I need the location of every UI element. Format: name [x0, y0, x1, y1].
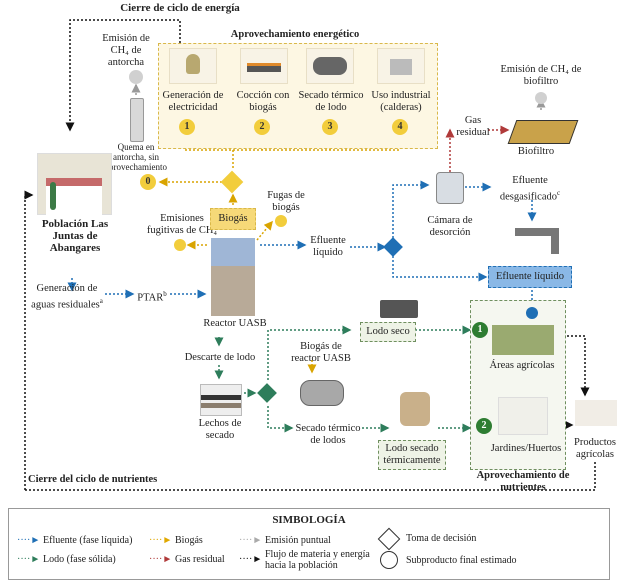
legend-final: Subproducto final estimado	[406, 555, 517, 566]
legend-biogas: Biogás	[175, 535, 203, 546]
legend-sludge-arrow: ····►	[17, 554, 41, 565]
biofilter-label: Biofiltro	[517, 146, 555, 157]
energy-use-title: Aprovechamiento energético	[230, 29, 360, 40]
biogas-box	[210, 208, 256, 230]
legend-emission-arrow: ····►	[239, 535, 263, 546]
boiler-icon	[390, 59, 412, 75]
reactor-biogas-label: Biogás de reactor UASB	[291, 341, 351, 364]
degassed-text: Efluente desgasificado	[499, 175, 558, 203]
legend-emission: Emisión puntual	[265, 535, 331, 546]
legend: SIMBOLOGÍA ····► Efluente (fase líquida)…	[8, 508, 610, 580]
energy-option-4-badge: 4	[392, 119, 408, 135]
dry-sludge-box	[360, 322, 416, 342]
torch-burn-label: Quema en antorcha, sin aprovechamiento	[105, 142, 167, 172]
legend-decision-diamond	[377, 527, 401, 551]
reactor-liquid-zone	[211, 238, 255, 266]
thermal-sludge-box	[378, 440, 446, 470]
legend-effluent-arrow: ····►	[17, 535, 41, 546]
residual-gas-label: Gas residual	[456, 115, 490, 138]
nutrient-cycle-title: Cierre del ciclo de nutrientes	[28, 474, 158, 485]
ptar-text: PTAR	[137, 292, 164, 304]
energy-option-1-label: Generación de electricidad	[162, 90, 224, 113]
energy-option-2-badge: 2	[254, 119, 270, 135]
sludge-discard-label: Descarte de lodo	[184, 352, 256, 363]
torch-icon	[130, 98, 144, 142]
fertilizer-bag-icon	[400, 392, 430, 426]
biogas-leaks-label: Fugas de biogás	[267, 190, 305, 213]
wastewater-note: a	[99, 297, 103, 305]
ptar-label: PTARb	[134, 288, 170, 305]
legend-decision: Toma de decisión	[406, 533, 477, 544]
degassed-effluent-label: Efluente desgasificadoc	[490, 175, 570, 204]
biogas-box-label: Biogás	[218, 213, 248, 224]
legend-sludge: Lodo (fase sólida)	[43, 554, 116, 565]
energy-option-3-card	[306, 48, 354, 84]
garden-icon	[498, 397, 548, 435]
reactor-label: Reactor UASB	[203, 318, 267, 329]
lightbulb-icon	[186, 54, 200, 74]
effluent-box-label: Efluente líquido	[496, 271, 564, 282]
emission-circle	[129, 70, 143, 84]
seedlings-icon	[575, 400, 617, 426]
drying-beds-label: Lechos de secado	[198, 418, 242, 441]
effluent-box	[488, 266, 572, 288]
truck-icon	[380, 300, 418, 318]
legend-residual-arrow: ····►	[149, 554, 173, 565]
drying-beds-icon	[200, 384, 242, 416]
gardens-label: Jardines/Huertos	[490, 443, 562, 454]
biofilter-emission-label: Emisión de CH₄ de biofiltro	[500, 64, 582, 87]
nutrient-use-title: Aprovechamiento de nutrientes	[476, 470, 570, 493]
effluent-liquid-label: Efluente líquido	[310, 235, 346, 258]
population-icon	[37, 153, 112, 216]
thermal-drying-label: Secado térmico de lodos	[295, 423, 361, 446]
agri-field-icon	[492, 325, 554, 355]
ptar-note: b	[163, 290, 167, 298]
legend-effluent: Efluente (fase líquida)	[43, 535, 133, 546]
wastewater-label: Generación de aguas residualesa	[28, 283, 106, 312]
legend-biogas-arrow: ····►	[149, 535, 173, 546]
desorption-chamber-icon	[436, 172, 464, 204]
biofilter-emission-circle	[535, 92, 547, 104]
final-effluent-circle	[526, 307, 538, 319]
agri-areas-label: Áreas agrícolas	[489, 360, 555, 371]
legend-residual: Gas residual	[175, 554, 225, 565]
leaks-circle	[275, 215, 287, 227]
energy-cycle-title: Cierre de ciclo de energía	[120, 2, 240, 14]
dry-sludge-label: Lodo seco	[366, 326, 410, 337]
thermal-dryer-drum-icon	[300, 380, 344, 406]
energy-option-4-label: Uso industrial (calderas)	[371, 90, 431, 113]
legend-final-circle	[380, 551, 398, 569]
energy-option-2-label: Cocción con biogás	[236, 90, 290, 113]
biofilter-icon	[507, 120, 579, 144]
thermal-dryer-icon	[313, 57, 347, 75]
energy-option-1-card	[169, 48, 217, 84]
energy-option-1-badge: 1	[179, 119, 195, 135]
energy-option-2-card	[240, 48, 288, 84]
energy-option-3-badge: 3	[322, 119, 338, 135]
agri-badge: 1	[472, 322, 488, 338]
wastewater-text: Generación de aguas residuales	[31, 283, 100, 311]
fugitive-emissions-label: Emisiones fugitivas de CH₄	[146, 213, 218, 236]
population-label: Población Las Juntas de Abangares	[41, 218, 109, 254]
legend-title: SIMBOLOGÍA	[272, 514, 346, 526]
energy-option-4-card	[377, 48, 425, 84]
pipe-icon	[515, 228, 559, 254]
thermal-sludge-label: Lodo secado térmicamente	[383, 443, 441, 466]
torch-emission-label: Emisión de CH₄ de antorcha	[102, 33, 150, 68]
reactor-sludge-zone	[211, 266, 255, 316]
legend-flow-arrow: ····►	[239, 554, 263, 565]
desorption-label: Cámara de desorción	[427, 215, 473, 238]
fugitive-emission-circle	[174, 239, 186, 251]
degassed-note: c	[557, 189, 561, 197]
energy-option-3-label: Secado térmico de lodo	[298, 90, 364, 113]
gardens-badge: 2	[476, 418, 492, 434]
legend-flow: Flujo de materia y energía hacia la pobl…	[265, 549, 370, 571]
torch-badge: 0	[140, 174, 156, 190]
products-label: Productos agrícolas	[574, 437, 616, 460]
gas-stove-icon	[247, 63, 281, 72]
